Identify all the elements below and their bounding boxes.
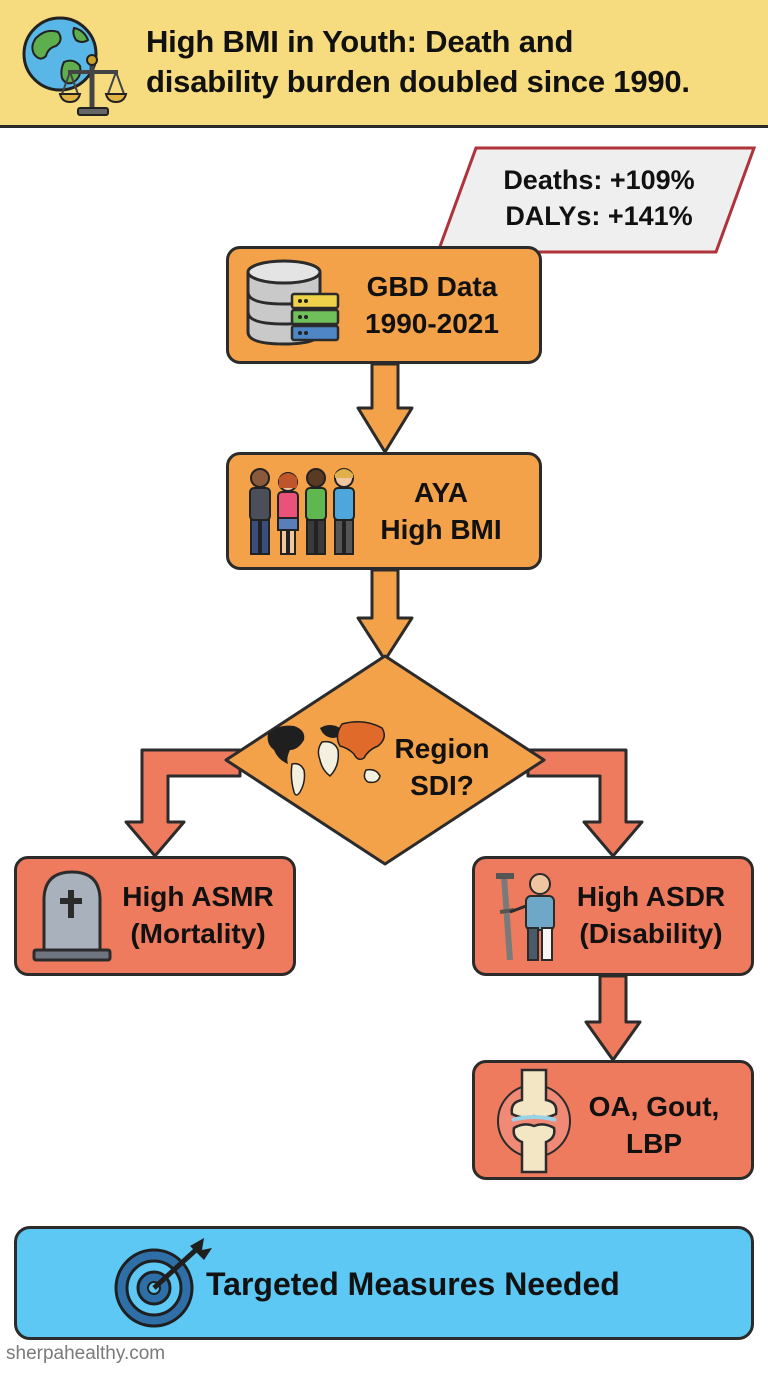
region-line-2: SDI? — [410, 770, 474, 801]
crutch-person-icon — [496, 873, 555, 961]
arrow-region-to-asdr — [526, 748, 644, 858]
aya-line-2: High BMI — [380, 514, 502, 545]
asmr-line-1: High ASMR — [122, 881, 274, 912]
dalys-stat: DALYs: +141% — [505, 201, 693, 231]
arrow-gbd-to-aya — [356, 362, 414, 454]
high-asdr-label: High ASDR (Disability) — [566, 878, 736, 952]
gbd-line-1: GBD Data — [366, 271, 498, 302]
high-asdr-node — [472, 856, 754, 976]
high-asmr-label: High ASMR (Mortality) — [112, 878, 284, 952]
aya-line-1: AYA — [414, 477, 468, 508]
world-map-icon — [267, 721, 385, 796]
region-sdi-decision — [224, 654, 546, 866]
gbd-line-2: 1990-2021 — [365, 308, 499, 339]
page-title: High BMI in Youth: Death and disability … — [146, 22, 761, 102]
title-line-2: disability burden doubled since 1990. — [146, 64, 690, 99]
stat-callout-box — [436, 146, 756, 254]
arrow-region-to-asmr — [124, 748, 242, 858]
asdr-line-1: High ASDR — [576, 881, 726, 912]
region-line-1: Region — [394, 733, 490, 764]
target-arrow-icon — [114, 1238, 212, 1328]
database-server-icon — [246, 259, 340, 346]
asdr-line-2: (Disability) — [579, 918, 723, 949]
conditions-line-1: OA, Gout, — [588, 1091, 720, 1122]
deaths-stat: Deaths: +109% — [503, 165, 695, 195]
conditions-label: OA, Gout, LBP — [574, 1088, 734, 1162]
gbd-data-label: GBD Data 1990-2021 — [346, 268, 518, 342]
asmr-line-2: (Mortality) — [130, 918, 266, 949]
site-watermark: sherpahealthy.com — [4, 1340, 196, 1368]
stat-callout: Deaths: +109% DALYs: +141% — [470, 162, 728, 234]
globe-scales-icon — [22, 16, 128, 116]
header-banner: High BMI in Youth: Death and disability … — [0, 0, 768, 128]
title-line-1: High BMI in Youth: Death and — [146, 24, 574, 59]
conditions-line-2: LBP — [626, 1128, 682, 1159]
targeted-measures-label: Targeted Measures Needed — [206, 1266, 620, 1302]
knee-joint-icon — [497, 1068, 571, 1174]
arrow-aya-to-region — [356, 568, 414, 662]
region-sdi-label: Region SDI? — [382, 730, 502, 804]
young-people-icon — [249, 468, 355, 555]
tombstone-icon — [32, 870, 112, 962]
arrow-asdr-to-conditions — [584, 974, 642, 1062]
aya-high-bmi-label: AYA High BMI — [366, 474, 516, 548]
